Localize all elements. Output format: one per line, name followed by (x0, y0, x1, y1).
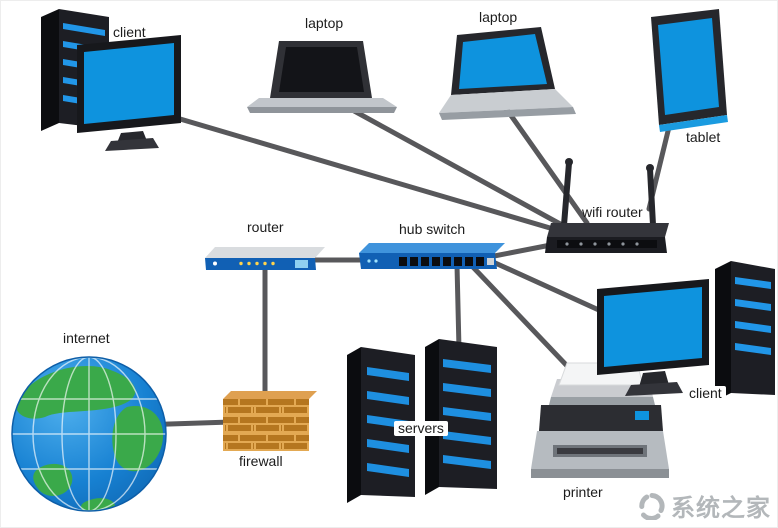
wifi-router (545, 158, 669, 253)
client-desktop-right (597, 261, 775, 401)
tower-drive-leds-right (735, 277, 771, 355)
label-client-top-left: client (113, 24, 146, 40)
label-internet: internet (63, 330, 110, 346)
firewall (223, 391, 317, 451)
label-hub-switch: hub switch (399, 221, 466, 237)
edge-client-topleft-wifi (150, 108, 570, 236)
label-firewall: firewall (239, 453, 283, 469)
router (205, 247, 325, 270)
laptop-dark (247, 41, 397, 113)
label-laptop-dark: laptop (305, 15, 344, 31)
label-client-right: client (685, 386, 726, 401)
printer-panel-screen (635, 411, 649, 420)
label-wifi-router: wifi router (582, 204, 643, 220)
monitor-stand-right (639, 371, 669, 387)
label-printer: printer (563, 484, 603, 500)
hub-switch (359, 243, 505, 269)
client-desktop-top-left (41, 9, 181, 151)
internet-globe (11, 356, 167, 512)
globe-grid (12, 357, 166, 511)
router-leds (239, 261, 275, 266)
monitor-base (105, 138, 159, 151)
antenna-right (647, 166, 656, 228)
tablet (651, 9, 728, 132)
laptop-dark-screen (279, 47, 364, 92)
label-router: router (247, 219, 284, 235)
laptop-blue-screen (459, 34, 547, 89)
switch-ports (399, 257, 484, 266)
edge-laptop-dark-wifi (333, 98, 576, 234)
monitor-screen (84, 43, 174, 124)
monitor-screen-right (604, 287, 702, 367)
label-tablet: tablet (686, 129, 721, 145)
label-servers: servers (394, 421, 448, 436)
laptop-blue (439, 27, 576, 120)
watermark-text: 系统之家 (671, 495, 771, 522)
edge-hub-servers (454, 262, 462, 352)
watermark: 系统之家 (638, 488, 771, 523)
watermark-logo-icon (639, 492, 665, 520)
monitor-base-right (625, 382, 683, 396)
server-tower-right (425, 339, 497, 495)
antenna-left (561, 160, 572, 228)
edge-laptop-blue-wifi (502, 104, 590, 226)
tablet-screen (658, 18, 719, 115)
label-laptop-blue: laptop (479, 9, 518, 25)
